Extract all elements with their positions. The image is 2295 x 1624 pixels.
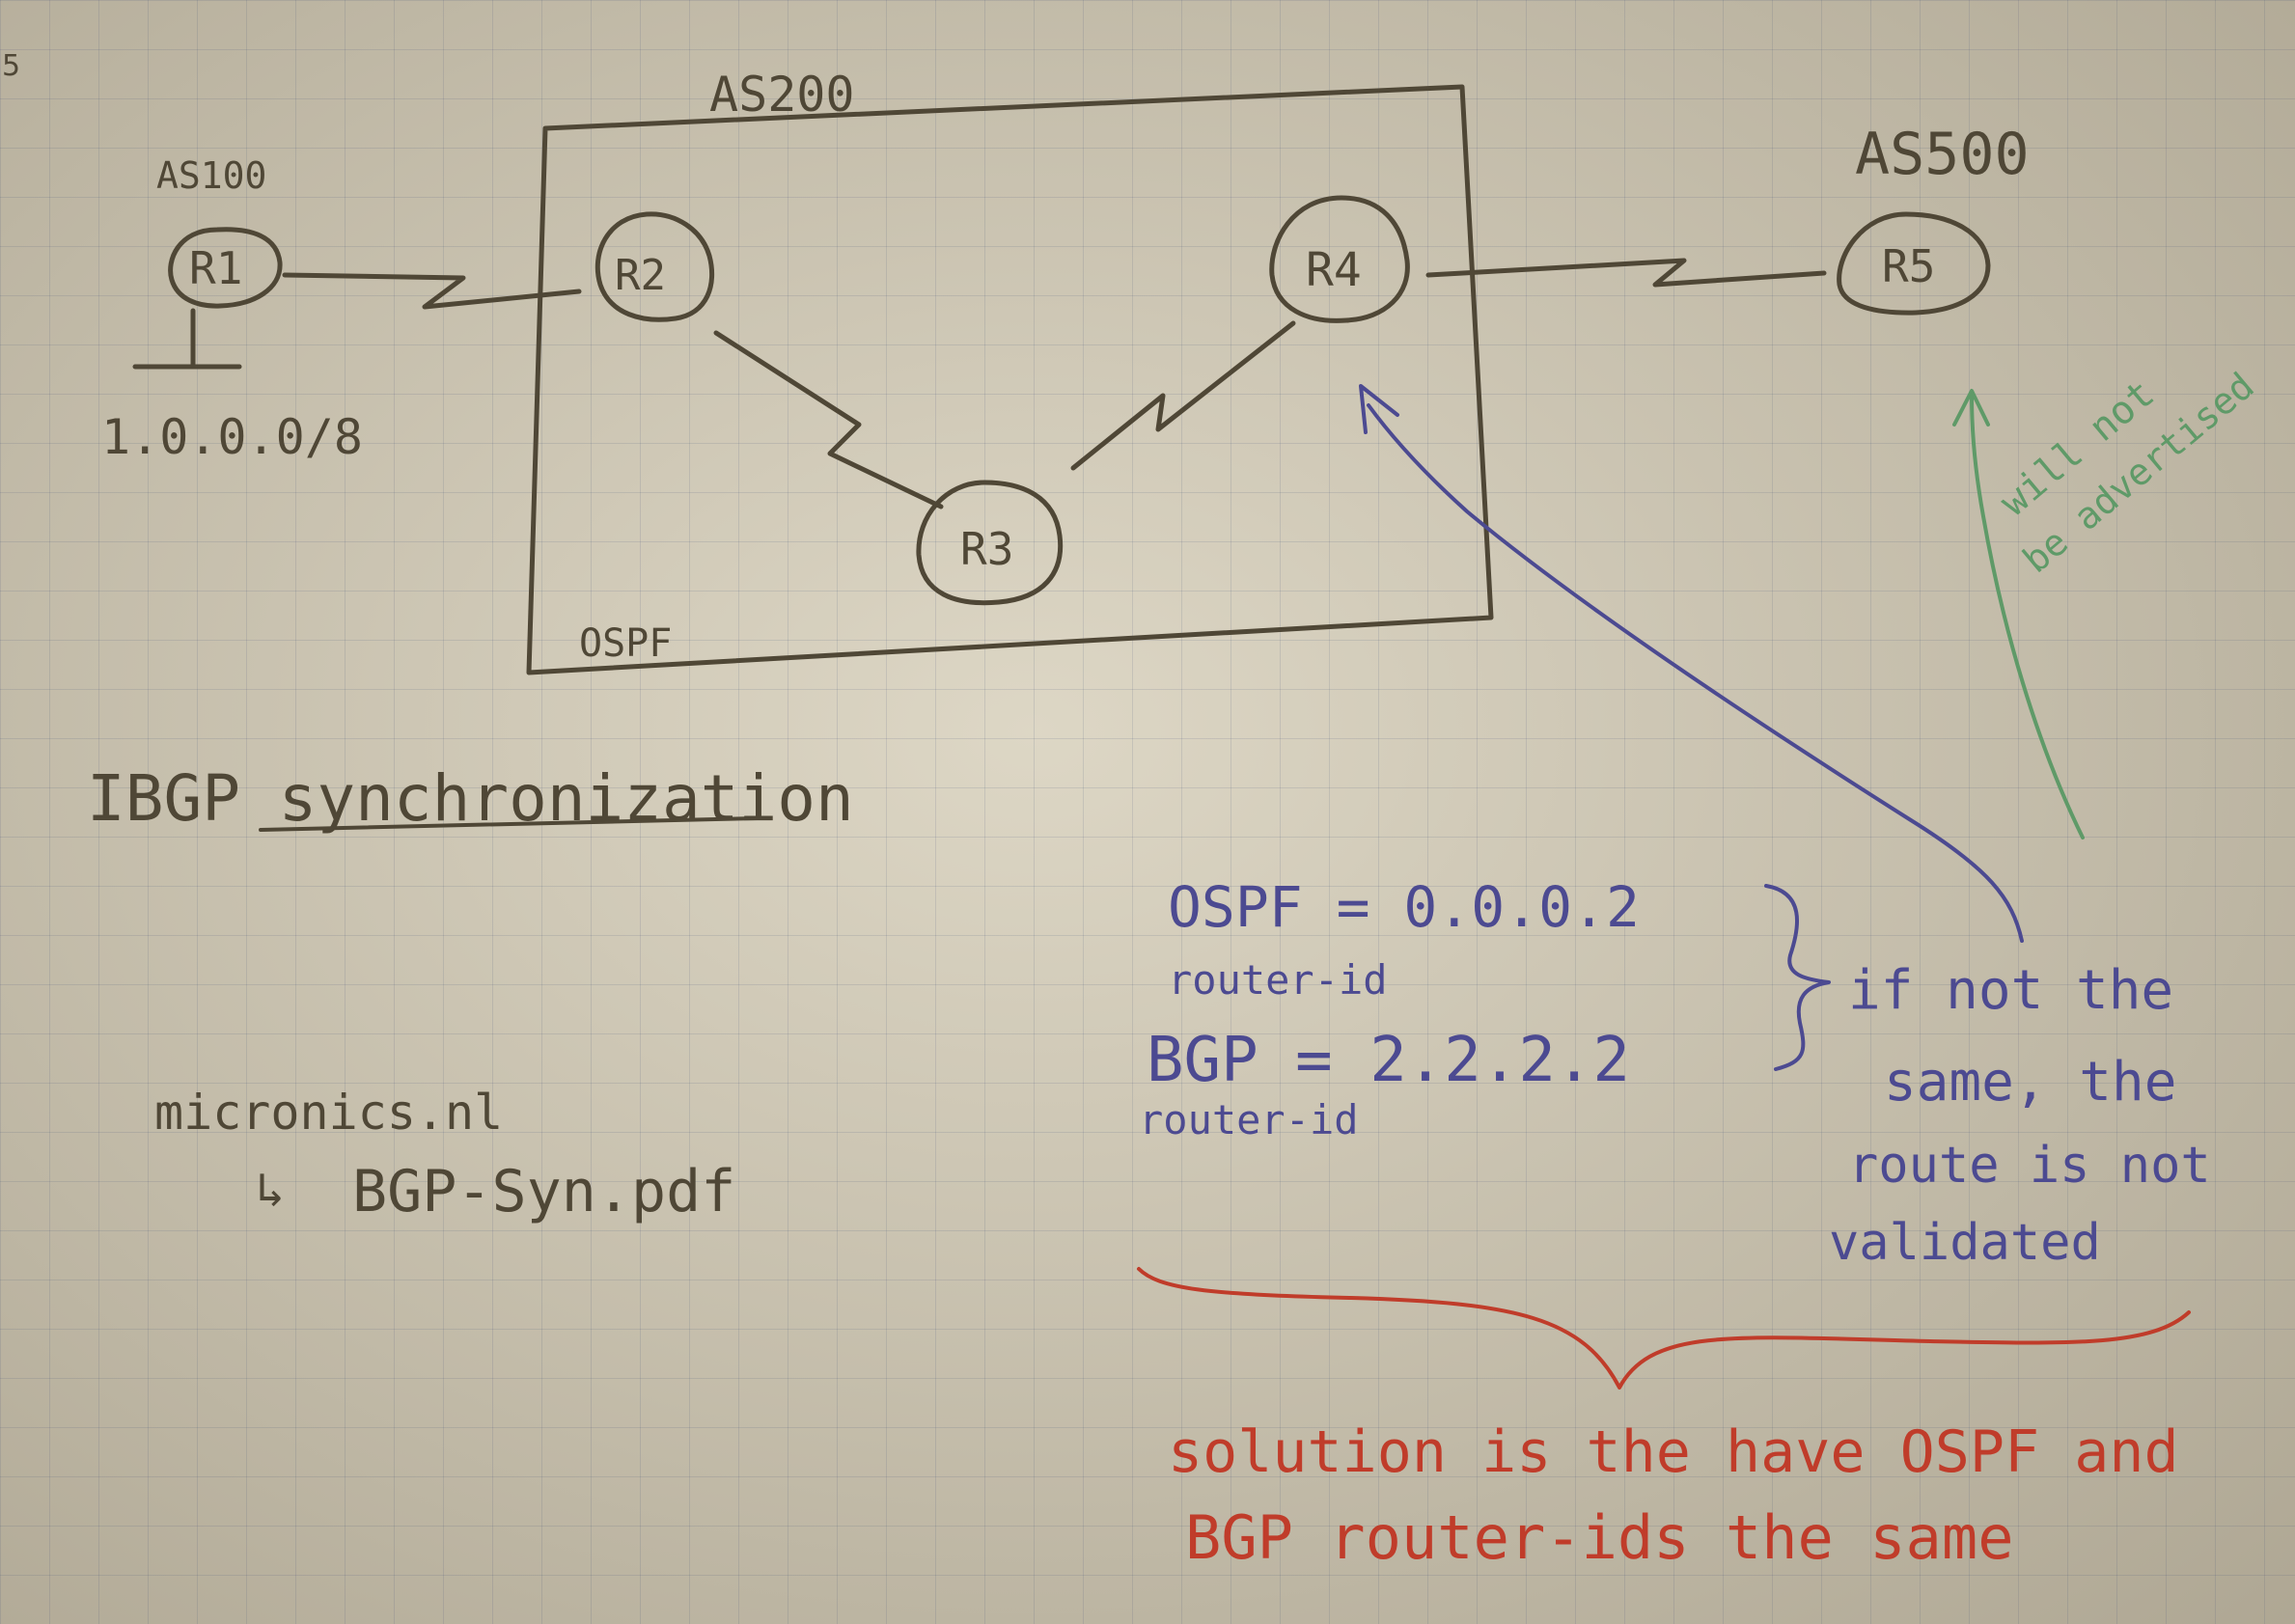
bgp-router-id-line: BGP = 2.2.2.2: [1147, 1025, 1630, 1096]
reference-arrow-icon: ↳: [256, 1162, 285, 1218]
note-validation-line-4: validated: [1829, 1214, 2101, 1272]
router-r2: R2: [594, 211, 715, 322]
router-r4-label: R4: [1306, 243, 1362, 297]
router-r2-shape: [594, 211, 715, 322]
page-marker: 5: [2, 49, 20, 83]
link-r2-r3: [713, 330, 944, 509]
ospf-area-label: OSPF: [579, 621, 672, 666]
note-validation-line-2: same, the: [1884, 1051, 2176, 1114]
note-validation-line-1: if not the: [1848, 959, 2173, 1022]
bgp-router-id-sub: router-id: [1139, 1096, 1359, 1143]
router-r5: R5: [1837, 211, 1991, 316]
solution-brace: [1137, 1267, 2191, 1390]
as200-boundary: [526, 84, 1494, 675]
router-r5-label: R5: [1882, 240, 1935, 292]
router-r1: R1: [168, 227, 283, 309]
router-r2-label: R2: [615, 251, 666, 300]
link-r4-r5: [1425, 258, 1827, 288]
reference-file: BGP-Syn.pdf: [352, 1158, 735, 1225]
note-advertised: will not be advertised: [1992, 364, 2262, 581]
title-underline: [259, 816, 760, 832]
validation-arrow-head: [1359, 384, 1399, 434]
network-prefix-label: 1.0.0.0/8: [101, 409, 363, 465]
r1-network-stub: [132, 308, 242, 370]
router-r1-label: R1: [189, 242, 242, 294]
router-r4: R4: [1269, 195, 1410, 323]
router-r3: R3: [916, 480, 1064, 606]
solution-line-2: BGP router-ids the same: [1185, 1502, 2014, 1573]
as500-label: AS500: [1855, 121, 2030, 188]
router-r3-shape: [916, 480, 1064, 606]
router-id-brace: [1764, 884, 1831, 1071]
advertise-arrow-head: [1952, 389, 1990, 427]
as100-label: AS100: [156, 154, 266, 197]
validation-arrow: [1367, 403, 2024, 943]
router-r4-shape: [1269, 195, 1410, 323]
solution-line-1: solution is the have OSPF and: [1168, 1418, 2179, 1486]
router-r5-shape: [1837, 211, 1991, 316]
router-r1-shape: [168, 227, 283, 309]
router-r3-label: R3: [960, 523, 1013, 575]
ospf-router-id-sub: router-id: [1168, 956, 1388, 1004]
reference-site: micronics.nl: [154, 1085, 503, 1141]
ospf-router-id-line: OSPF = 0.0.0.2: [1168, 874, 1640, 940]
link-r1-r2: [282, 272, 582, 310]
note-validation: if not the same, the route is not valida…: [1829, 959, 2211, 1272]
note-validation-line-3: route is not: [1848, 1137, 2211, 1195]
advertise-arrow: [1970, 394, 2085, 840]
link-r3-r4: [1070, 320, 1296, 471]
as200-label: AS200: [709, 67, 855, 123]
